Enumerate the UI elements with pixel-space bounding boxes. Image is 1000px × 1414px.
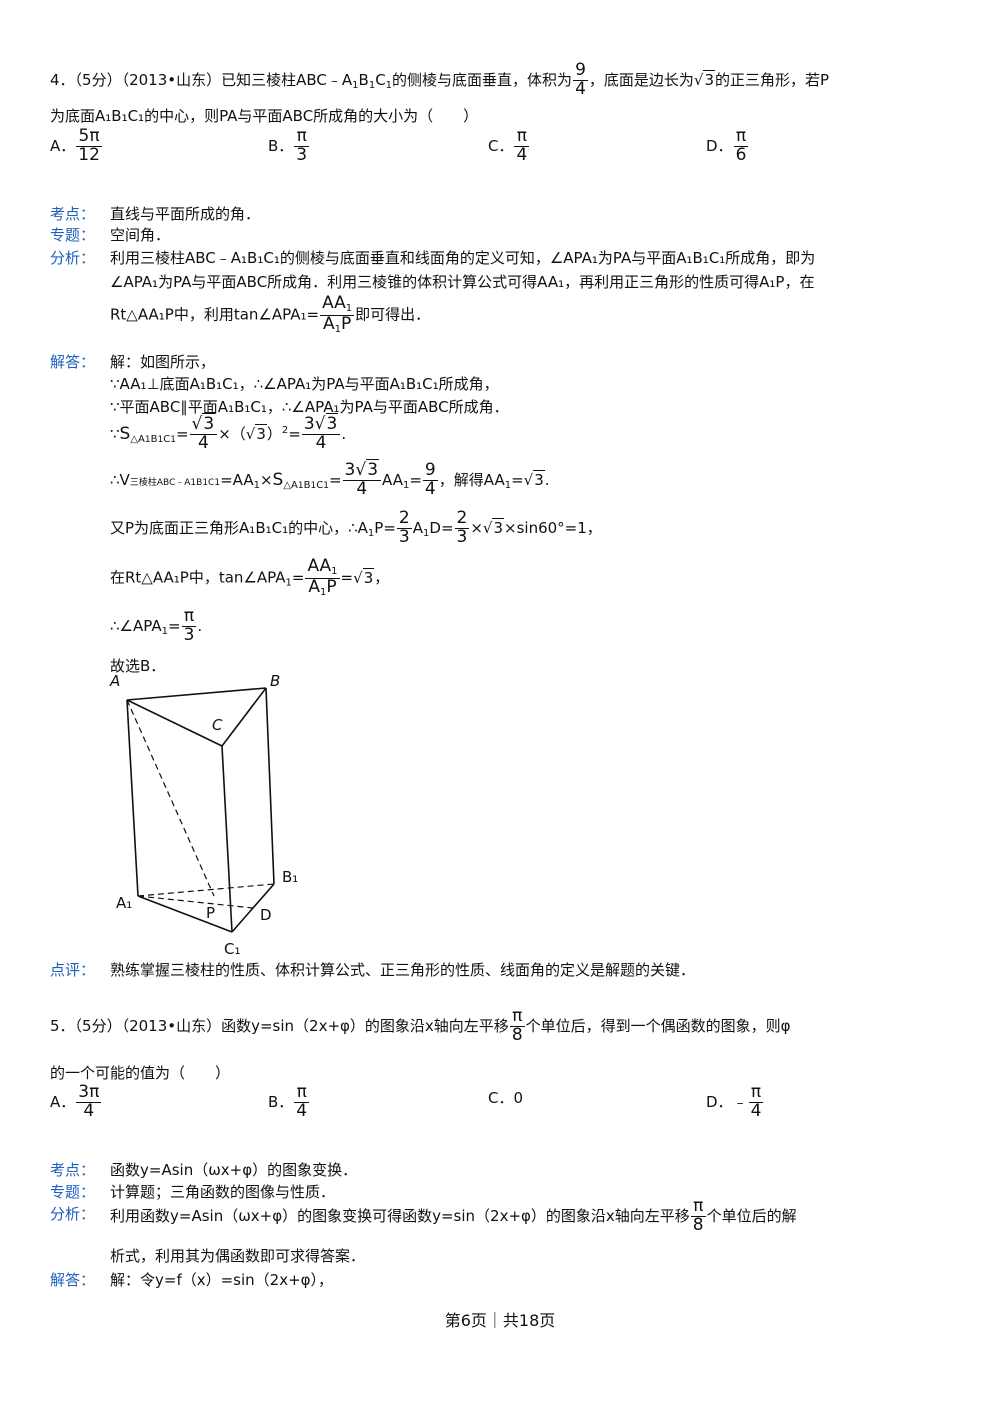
q5-zhuanti-label: 专题： bbox=[50, 1183, 96, 1201]
edge-bc bbox=[221, 687, 267, 747]
q4-kaodian-label: 考点： bbox=[50, 205, 96, 223]
edge-a1c1 bbox=[137, 895, 233, 933]
q4-zhuanti: 空间角． bbox=[110, 226, 171, 244]
q5-fenxi-label: 分析： bbox=[50, 1205, 96, 1223]
edge-ab bbox=[126, 687, 267, 701]
q5-kaodian: 函数y=Asin（ωx+φ）的图象变换． bbox=[110, 1161, 358, 1179]
q5-fenxi-2: 析式，利用其为偶函数即可求得答案． bbox=[110, 1247, 366, 1265]
q5-jieda-label: 解答： bbox=[50, 1271, 96, 1289]
q4-stem-a: 4．（5分）（2013•山东）已知三棱柱ABC﹣A bbox=[50, 70, 353, 89]
page-footer: 第6页｜共18页 bbox=[444, 1311, 556, 1330]
q4-stem-b: 的侧棱与底面垂直，体积为 bbox=[392, 70, 573, 89]
edge-a1b1-hidden bbox=[137, 883, 275, 897]
edge-bb1 bbox=[265, 687, 275, 885]
q4-sol-choose: 故选B． bbox=[110, 657, 166, 675]
edge-aa1 bbox=[126, 699, 139, 897]
label-c: C bbox=[212, 716, 223, 734]
q4-dianping: 熟练掌握三棱柱的性质、体积计算公式、正三角形的性质、线面角的定义是解题的关键． bbox=[110, 961, 696, 979]
q4-fenxi-2: ∠APA₁为PA与平面ABC所成角．利用三棱锥的体积计算公式可得AA₁，再利用正… bbox=[110, 273, 815, 291]
q4-sol-3: ∵平面ABC∥平面A₁B₁C₁，∴∠APA₁为PA与平面ABC所成角． bbox=[110, 398, 509, 416]
q5-stem-line2: 的一个可能的值为（ ） bbox=[50, 1064, 231, 1082]
label-a1: A₁ bbox=[116, 894, 132, 912]
q4-jieda-label: 解答： bbox=[50, 353, 96, 371]
edge-ac bbox=[126, 699, 223, 747]
sqrt-3: √3 bbox=[693, 69, 716, 89]
q4-sol-2: ∵AA₁⊥底面A₁B₁C₁，∴∠APA₁为PA与平面A₁B₁C₁所成角， bbox=[110, 375, 499, 393]
q4-sol-1: 解：如图所示， bbox=[110, 353, 216, 371]
q5-option-c[interactable]: C．0 bbox=[488, 1089, 524, 1107]
q4-zhuanti-label: 专题： bbox=[50, 226, 96, 244]
prism-figure: A B C B₁ A₁ P D C₁ bbox=[109, 672, 298, 958]
edge-cc1 bbox=[221, 745, 233, 933]
label-b1: B₁ bbox=[282, 868, 298, 886]
q5-sol-1: 解：令y=f（x）=sin（2x+φ）， bbox=[110, 1271, 334, 1289]
label-a: A bbox=[109, 672, 120, 690]
label-d: D bbox=[260, 906, 272, 924]
label-p: P bbox=[206, 904, 215, 922]
q4-stem-c2: 的正三角形，若P bbox=[715, 70, 830, 89]
q5-kaodian-label: 考点： bbox=[50, 1161, 96, 1179]
q5-fenxi-1: 利用函数y=Asin（ωx+φ）的图象变换可得函数y=sin（2x+φ）的图象沿… bbox=[110, 1196, 797, 1235]
q4-stem-line1: 4．（5分）（2013•山东）已知三棱柱ABC﹣A1B1C1的侧棱与底面垂直，体… bbox=[50, 60, 830, 99]
q4-dianping-label: 点评： bbox=[50, 961, 96, 979]
q4-fenxi-1: 利用三棱柱ABC﹣A₁B₁C₁的侧棱与底面垂直和线面角的定义可知，∠APA₁为P… bbox=[110, 249, 816, 267]
label-c1: C₁ bbox=[224, 940, 241, 958]
q4-stem-line2: 为底面A₁B₁C₁的中心，则PA与平面ABC所成角的大小为（ ） bbox=[50, 107, 479, 125]
label-b: B bbox=[270, 672, 280, 690]
q4-stem-c: ，底面是边长为 bbox=[588, 70, 694, 89]
q4-fenxi-label: 分析： bbox=[50, 249, 96, 267]
segment-ap-hidden bbox=[126, 699, 215, 897]
q5-zhuanti: 计算题；三角函数的图像与性质． bbox=[110, 1183, 336, 1201]
q4-kaodian: 直线与平面所成的角． bbox=[110, 205, 261, 223]
